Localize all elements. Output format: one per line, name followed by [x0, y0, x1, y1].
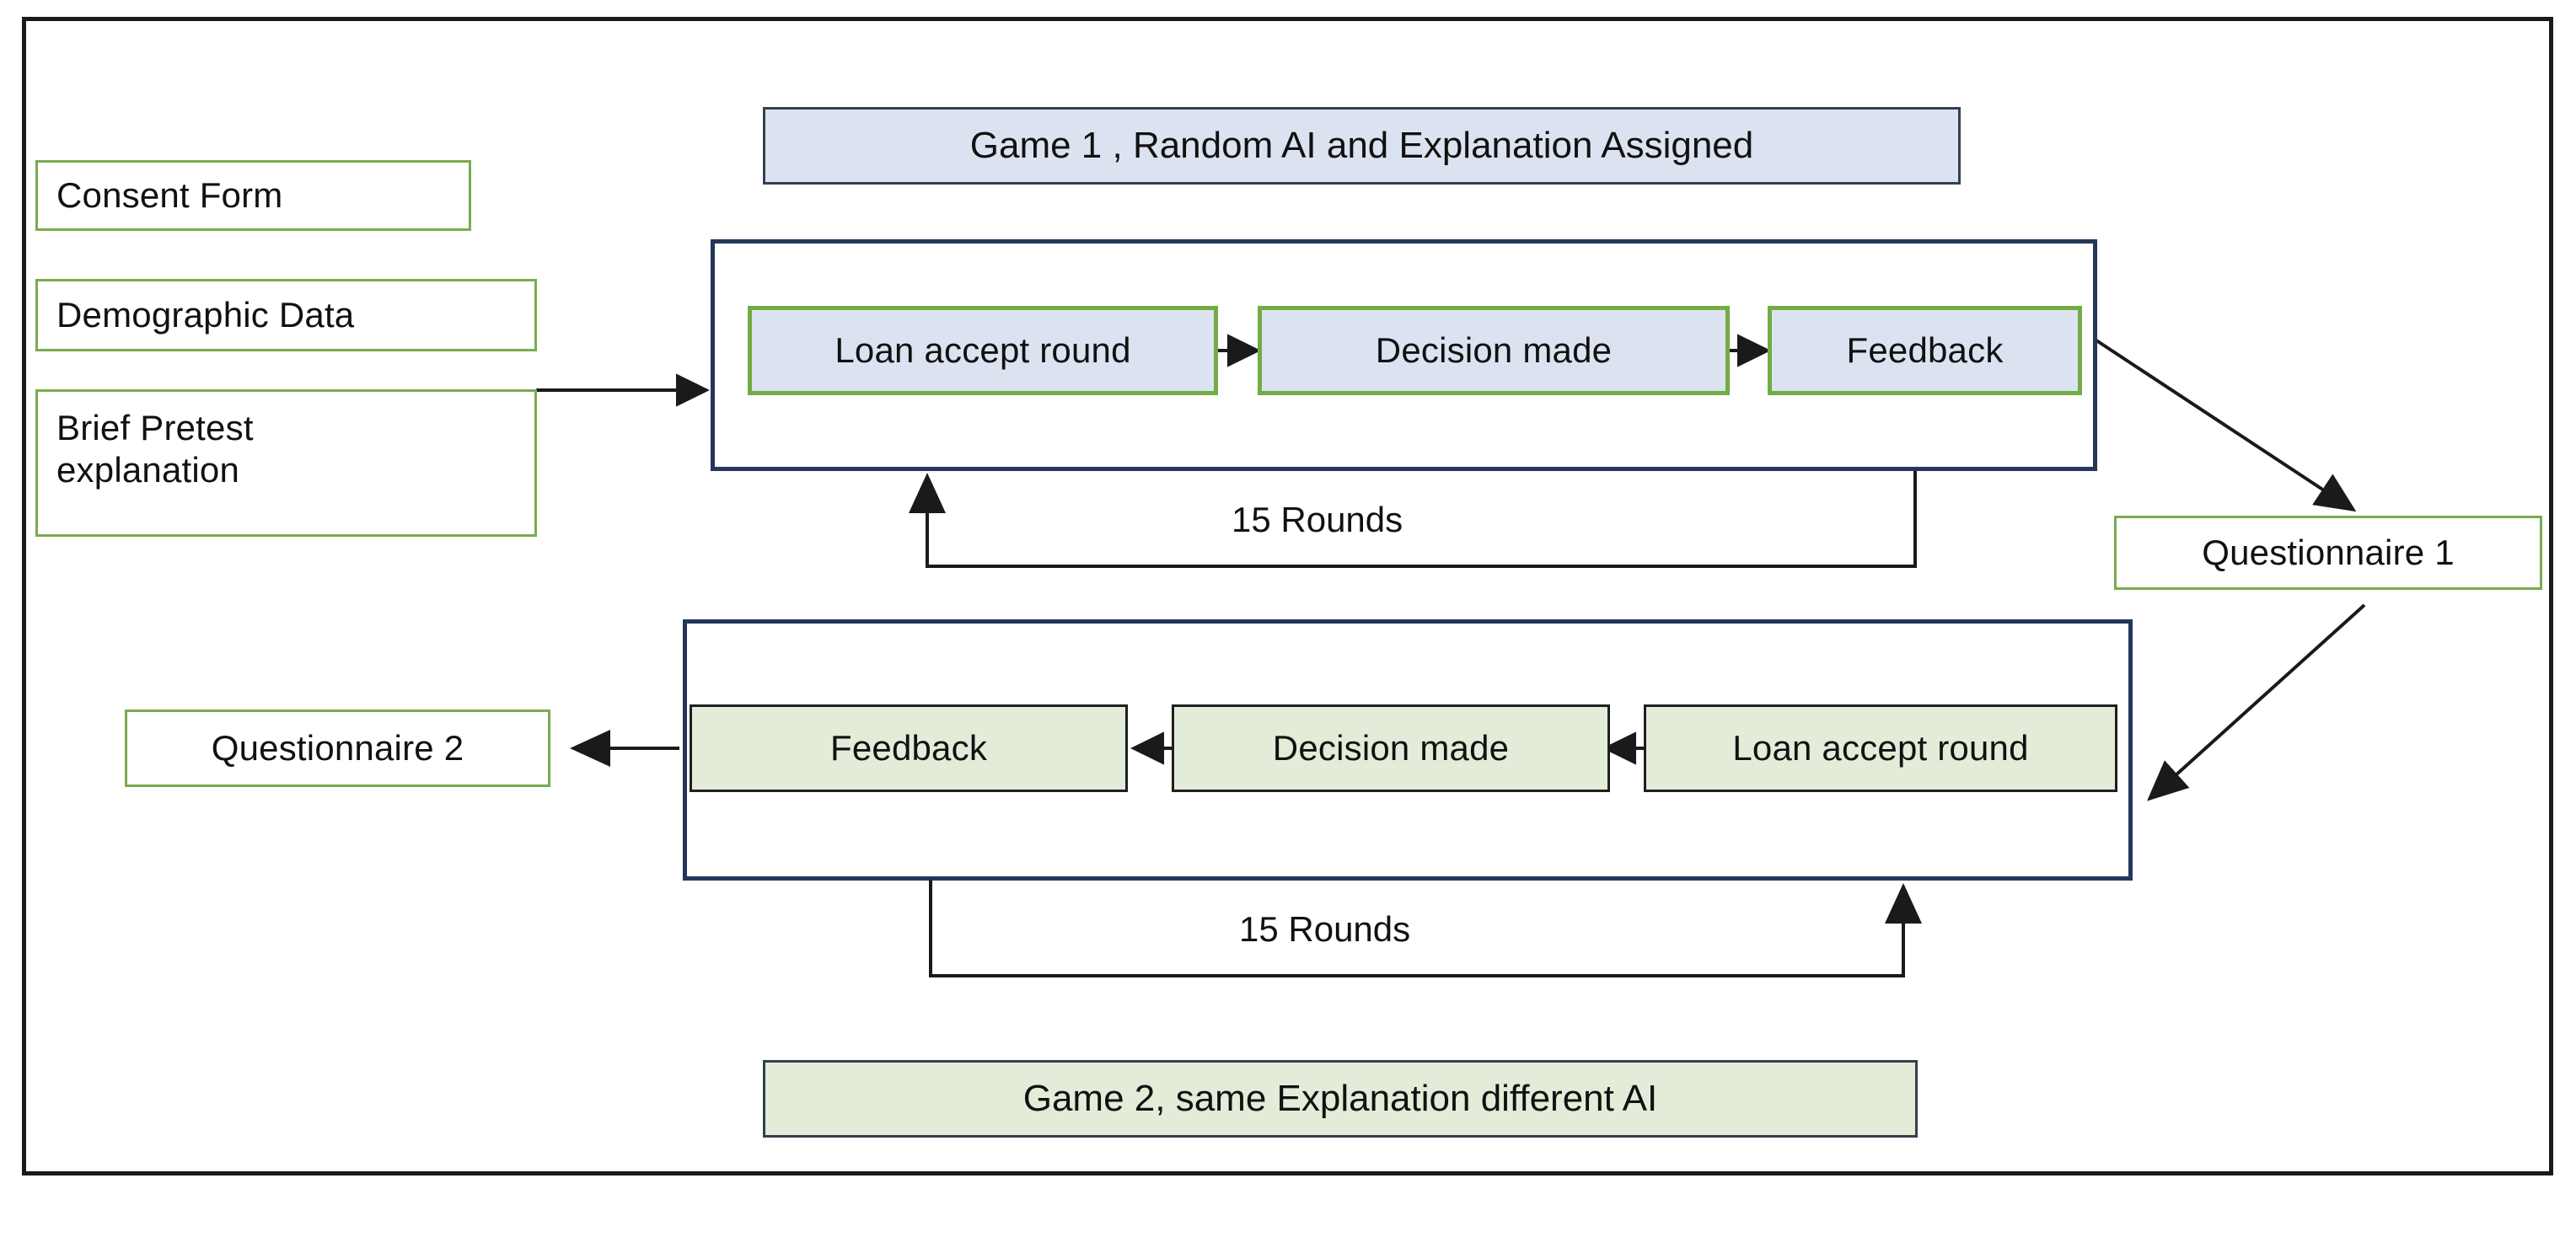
node-brief-pretest-explanation-label: Brief Pretest explanation [56, 408, 254, 490]
node-brief-pretest-explanation[interactable]: Brief Pretest explanation [35, 389, 537, 537]
node-g2-loan-accept-round-label: Loan accept round [1732, 728, 2029, 768]
banner-game1-label: Game 1 , Random AI and Explanation Assig… [969, 125, 1754, 166]
node-g1-feedback[interactable]: Feedback [1768, 306, 2082, 395]
node-g1-decision-made-label: Decision made [1375, 330, 1613, 371]
node-g2-decision-made[interactable]: Decision made [1172, 704, 1610, 792]
banner-game2: Game 2, same Explanation different AI [763, 1060, 1918, 1138]
node-g1-loan-accept-round[interactable]: Loan accept round [748, 306, 1218, 395]
node-g1-loan-accept-round-label: Loan accept round [835, 330, 1131, 371]
node-g2-loan-accept-round[interactable]: Loan accept round [1644, 704, 2117, 792]
node-questionnaire-1[interactable]: Questionnaire 1 [2114, 516, 2542, 590]
game1-loop-label: 15 Rounds [1232, 500, 1403, 540]
node-g2-feedback-label: Feedback [829, 728, 988, 768]
game1-container [711, 239, 2097, 471]
game1-loop-label-text: 15 Rounds [1232, 500, 1403, 539]
node-demographic-data[interactable]: Demographic Data [35, 279, 537, 351]
node-demographic-data-label: Demographic Data [56, 295, 355, 335]
banner-game2-label: Game 2, same Explanation different AI [1022, 1078, 1658, 1119]
node-g1-feedback-label: Feedback [1846, 330, 2004, 371]
node-g2-decision-made-label: Decision made [1272, 728, 1510, 768]
node-consent-form[interactable]: Consent Form [35, 160, 471, 231]
game2-container [683, 619, 2133, 881]
node-consent-form-label: Consent Form [56, 175, 283, 216]
node-questionnaire-1-label: Questionnaire 1 [2202, 533, 2455, 573]
node-questionnaire-2-label: Questionnaire 2 [211, 728, 464, 768]
game2-loop-label: 15 Rounds [1239, 909, 1410, 950]
banner-game1: Game 1 , Random AI and Explanation Assig… [763, 107, 1961, 185]
game2-loop-label-text: 15 Rounds [1239, 909, 1411, 949]
node-g1-decision-made[interactable]: Decision made [1258, 306, 1730, 395]
node-g2-feedback[interactable]: Feedback [690, 704, 1128, 792]
node-questionnaire-2[interactable]: Questionnaire 2 [125, 710, 550, 787]
